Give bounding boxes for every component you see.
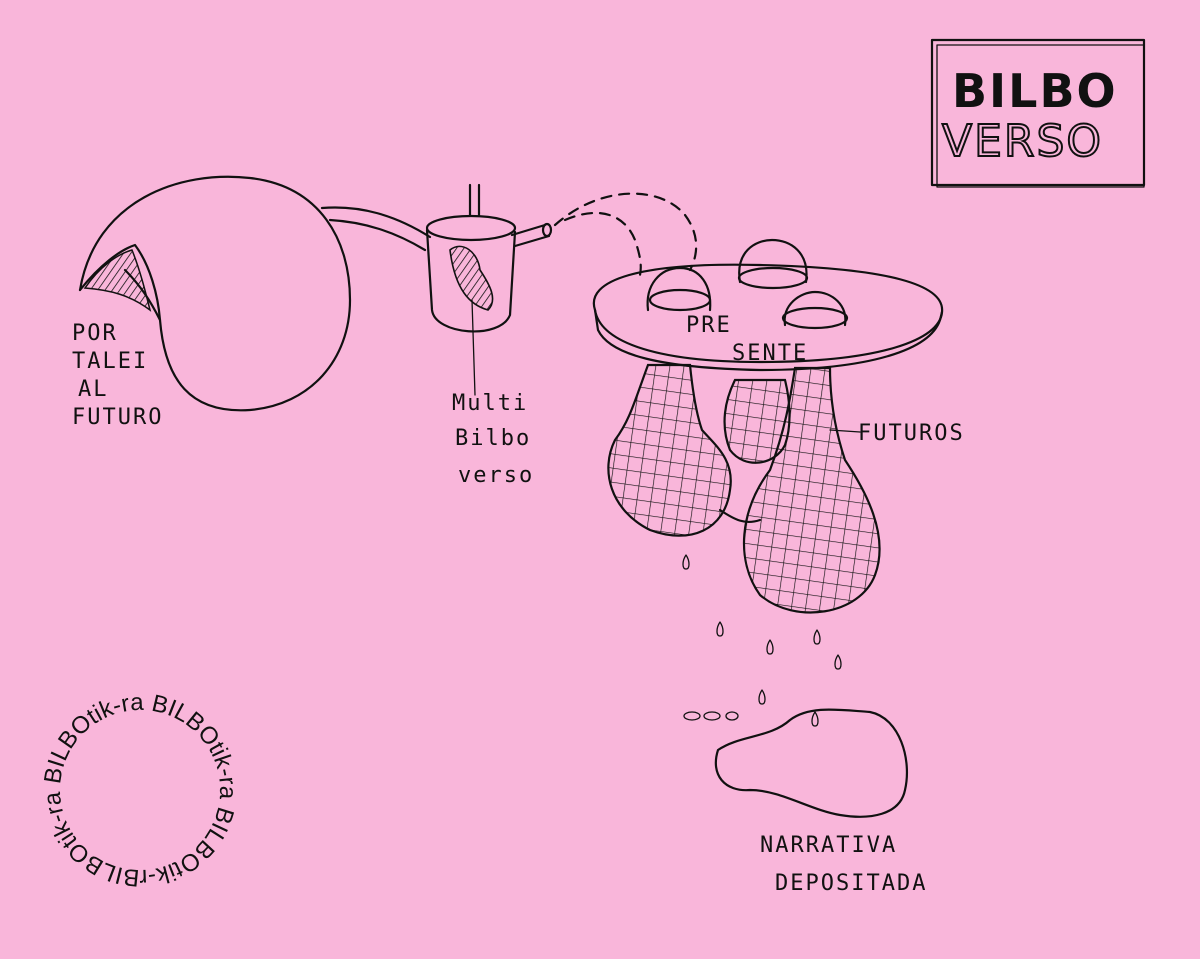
portal-sphere: [78, 175, 432, 412]
label-portal-line2: TALEI: [72, 349, 148, 374]
label-narrativa: NARRATIVA DEPOSITADA: [760, 833, 927, 896]
ring-text: BILBOtik-ra BILBOtik-ra BILBOtik-ra BILB…: [0, 0, 241, 891]
label-portal-line4: FUTURO: [72, 405, 163, 430]
label-presente-line2: SENTE: [732, 341, 808, 366]
ring-text-path: BILBOtik-ra BILBOtik-ra BILBOtik-ra BILB…: [0, 0, 241, 891]
multi-vessel: [425, 183, 698, 396]
label-multi-line2: Bilbo: [455, 426, 531, 451]
label-portal: POR TALEI AL FUTURO: [72, 321, 163, 430]
label-multi-line3: verso: [458, 463, 534, 488]
logo-line-bilbo: BILBO: [952, 64, 1118, 118]
label-narrativa-line2: DEPOSITADA: [775, 871, 927, 896]
narrativa-puddle: [714, 708, 909, 818]
label-portal-line3: AL: [78, 377, 109, 402]
logo-line-verso: VERSO: [942, 116, 1103, 167]
label-narrativa-line1: NARRATIVA: [760, 833, 897, 858]
presente-table: [592, 238, 944, 372]
label-multi: Multi Bilbo verso: [452, 391, 534, 488]
ring-stamp: BILBOtik-ra BILBOtik-ra BILBOtik-ra BILB…: [0, 0, 241, 891]
label-presente-line1: PRE: [686, 313, 732, 338]
label-futuros: FUTUROS: [858, 421, 965, 446]
futuros-blobs: [607, 363, 881, 614]
label-presente: PRE SENTE: [686, 313, 808, 366]
logo-box: BILBO VERSO: [930, 38, 1146, 188]
label-portal-line1: POR: [72, 321, 118, 346]
label-multi-line1: Multi: [452, 391, 528, 416]
drops: [682, 554, 842, 727]
